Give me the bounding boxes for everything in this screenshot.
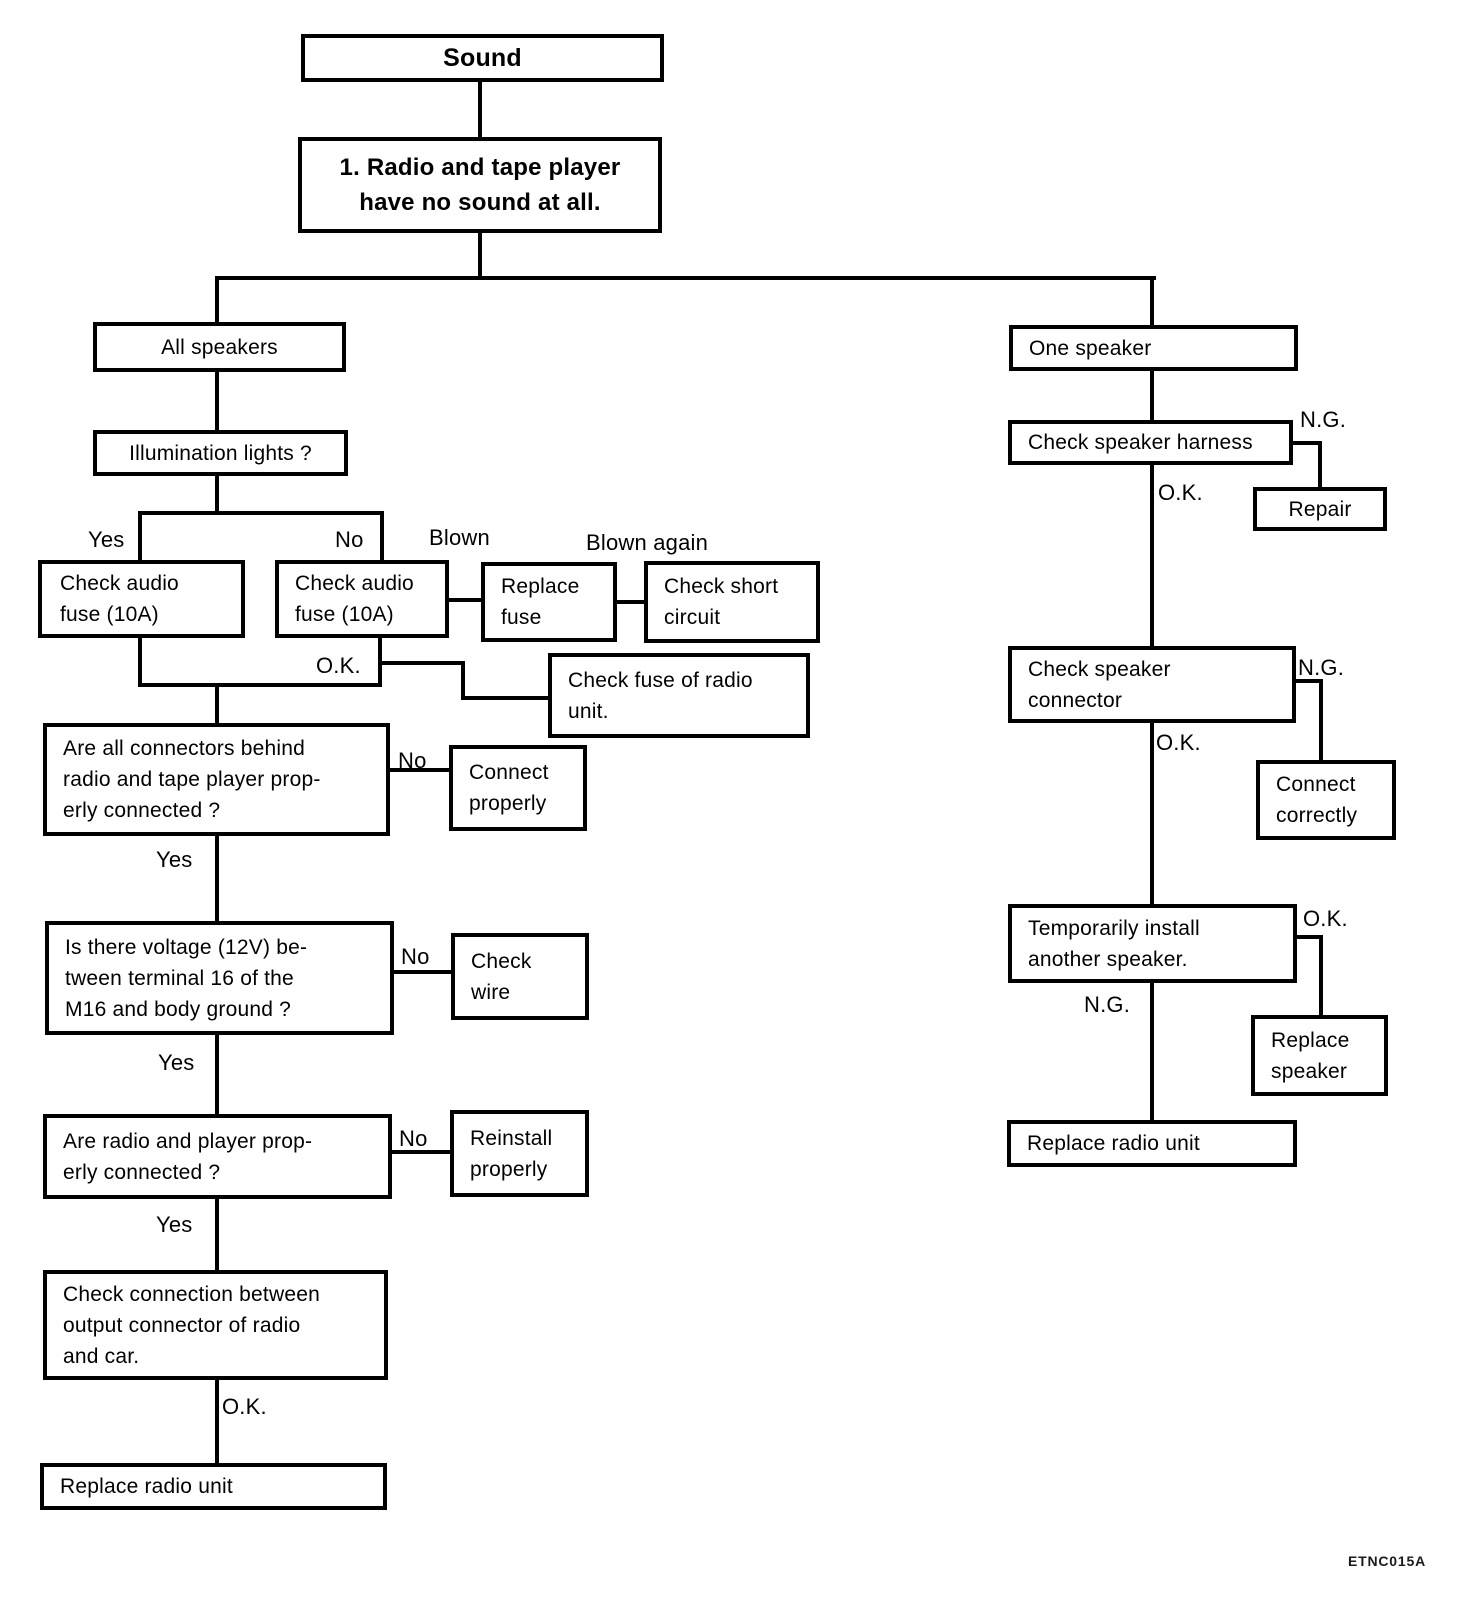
connector-line (1293, 441, 1322, 445)
node-radio-player-question: Are radio and player prop- erly connecte… (43, 1114, 392, 1199)
node-check-audio-fuse-no: Check audio fuse (10A) (275, 560, 449, 638)
node-connectors-question: Are all connectors behind radio and tape… (43, 723, 390, 836)
connector-line (215, 372, 219, 432)
connector-line (382, 661, 465, 665)
connector-line (215, 476, 219, 515)
connector-line (478, 233, 482, 278)
node-all-speakers: All speakers (93, 322, 346, 372)
figure-code: ETNC015A (1348, 1553, 1426, 1569)
connector-line (215, 1380, 219, 1465)
edge-label-ok: O.K. (316, 653, 361, 678)
edge-label-blown-again: Blown again (586, 530, 709, 555)
connector-line (215, 836, 219, 923)
node-check-short-circuit: Check short circuit (644, 561, 820, 643)
node-check-wire: Check wire (451, 933, 589, 1020)
edge-label-no: No (398, 748, 427, 773)
node-check-fuse-of-radio-unit: Check fuse of radio unit. (548, 653, 810, 738)
edge-label-ok: O.K. (1303, 906, 1348, 931)
node-problem-statement: 1. Radio and tape player have no sound a… (298, 137, 662, 233)
connector-line (449, 598, 483, 602)
edge-label-ng: N.G. (1298, 655, 1345, 680)
node-illumination-lights: Illumination lights ? (93, 430, 348, 476)
node-check-speaker-harness: Check speaker harness (1008, 420, 1293, 465)
node-reinstall-properly: Reinstall properly (450, 1110, 589, 1197)
connector-line (1150, 983, 1154, 1122)
connector-line (138, 511, 384, 515)
connector-line (1318, 441, 1322, 489)
connector-line (461, 696, 550, 700)
connector-line (1150, 371, 1154, 422)
edge-label-no: No (399, 1126, 428, 1151)
edge-label-yes: Yes (158, 1050, 195, 1075)
connector-line (617, 600, 646, 604)
connector-line (478, 82, 482, 137)
connector-line (1150, 723, 1154, 906)
connector-line (1150, 465, 1154, 648)
edge-label-ng: N.G. (1300, 407, 1347, 432)
node-check-audio-fuse-yes: Check audio fuse (10A) (38, 560, 245, 638)
node-sound: Sound (301, 34, 664, 82)
node-check-speaker-connector: Check speaker connector (1008, 646, 1296, 723)
connector-line (1296, 679, 1323, 683)
connector-line (215, 1035, 219, 1116)
connector-line (392, 1150, 452, 1154)
connector-line (1297, 935, 1323, 939)
connector-line (138, 683, 382, 687)
node-temporarily-install-speaker: Temporarily install another speaker. (1008, 904, 1297, 983)
connector-line (378, 638, 382, 687)
edge-label-no: No (335, 527, 364, 552)
edge-label-yes: Yes (156, 1212, 193, 1237)
connector-line (380, 511, 384, 562)
connector-line (215, 276, 1156, 280)
connector-line (138, 638, 142, 687)
node-replace-fuse: Replace fuse (481, 562, 617, 642)
node-replace-speaker: Replace speaker (1251, 1015, 1388, 1096)
connector-line (1150, 276, 1154, 327)
edge-label-ok: O.K. (1158, 480, 1203, 505)
connector-line (215, 687, 219, 725)
node-connect-properly: Connect properly (449, 745, 587, 831)
edge-label-no: No (401, 944, 430, 969)
edge-label-yes: Yes (156, 847, 193, 872)
connector-line (215, 276, 219, 324)
edge-label-ng: N.G. (1084, 992, 1131, 1017)
node-check-connection: Check connection between output connecto… (43, 1270, 388, 1380)
connector-line (461, 661, 465, 700)
node-repair: Repair (1253, 487, 1387, 531)
node-connect-correctly: Connect correctly (1256, 760, 1396, 840)
edge-label-ok: O.K. (222, 1394, 267, 1419)
edge-label-blown: Blown (429, 525, 490, 550)
connector-line (1319, 679, 1323, 762)
connector-line (394, 970, 453, 974)
edge-label-yes: Yes (88, 527, 125, 552)
connector-line (1319, 935, 1323, 1017)
edge-label-ok: O.K. (1156, 730, 1201, 755)
node-one-speaker: One speaker (1009, 325, 1298, 371)
node-voltage-question: Is there voltage (12V) be- tween termina… (45, 921, 394, 1035)
connector-line (215, 1199, 219, 1272)
node-replace-radio-unit-right: Replace radio unit (1007, 1120, 1297, 1167)
node-replace-radio-unit-left: Replace radio unit (40, 1463, 387, 1510)
connector-line (390, 768, 451, 772)
connector-line (138, 511, 142, 562)
